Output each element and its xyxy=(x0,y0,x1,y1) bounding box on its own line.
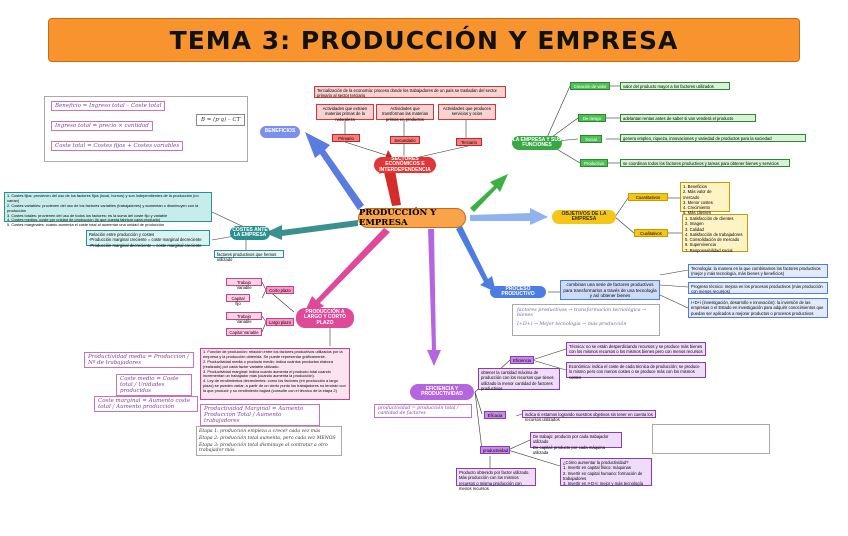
tercializacion-box: Tercialización de la economía: proceso d… xyxy=(314,86,506,98)
eficiencia-node: EFICIENCIA Y PRODUCTIVIDAD xyxy=(410,384,474,400)
progreso-tecnico-def: Progreso técnico: mejora en los procesos… xyxy=(688,282,828,294)
idi-def: I+D+i (investigación, desarrollo e innov… xyxy=(688,298,828,318)
eficiencia-tecnica: Técnica: no se están desperdiciando recu… xyxy=(566,342,706,356)
funcion-creacion-valor: Creación de valor xyxy=(570,82,610,90)
sector-terciario: Terciario xyxy=(456,138,482,146)
title-banner: TEMA 3: PRODUCCIÓN Y EMPRESA xyxy=(48,18,800,62)
capital-fijo: Capital fijo xyxy=(226,294,250,306)
pmg-ratio: Aumento Producción Total / Aumento traba… xyxy=(204,406,304,424)
beneficios-notes: Beneficio = Ingreso total – Coste total … xyxy=(44,96,248,162)
desc-riesgo: adelantan rentas antes de saber si van v… xyxy=(620,114,756,122)
pm-ratio: Producción / Nº de trabajadores xyxy=(88,354,189,366)
proceso-note-2: I+D+i → Mejor tecnología → más producció… xyxy=(517,322,627,327)
trabajo-variable-corto: Trabajo Variable xyxy=(226,278,262,290)
productividad-label: productividad xyxy=(480,446,510,454)
arrow-to-objetivos xyxy=(470,208,548,225)
eficacia-def: indica si estamos logrando nuestros obje… xyxy=(522,410,656,422)
coste-formula: Coste total = Costes fijos + Costes vari… xyxy=(51,141,184,151)
productividad-tipos: De trabajo: producto por cada trabajador… xyxy=(530,432,622,455)
proceso-def: combinan una serie de factores productiv… xyxy=(560,280,660,300)
beneficios-node: BENEFICIOS xyxy=(260,126,300,138)
factores-utilizados: factores productivos que hemos utilizado xyxy=(214,250,284,262)
ingreso-formula: Ingreso total = precio × cantidad xyxy=(51,121,153,131)
funcion-productiva: Productiva xyxy=(580,159,608,167)
funciones-produccion: 1. Función de producción: relación entre… xyxy=(200,348,350,400)
arrow-to-beneficios xyxy=(305,132,364,210)
capital-variable: Capital Variable xyxy=(226,328,262,336)
empresa-node: LA EMPRESA Y SUS FUNCIONES xyxy=(512,136,562,150)
arrow-to-costes xyxy=(265,220,358,240)
actividad-secundaria: Actividades que transforman las materias… xyxy=(376,104,434,122)
cuantitativos: Cuantitativos xyxy=(628,193,668,201)
proceso-node: PROCESO PRODUCTIVO xyxy=(490,286,546,298)
sector-primario: Primario xyxy=(332,134,360,142)
trabajo-variable-largo: Trabajo Variable xyxy=(226,312,262,324)
cuantitativos-list: 1. Beneficios 2. Más valor de mercado 3.… xyxy=(680,182,730,215)
costes-node: COSTES ANTE LA EMPRESA xyxy=(230,226,270,240)
beneficio-short-formula: B = (p·q) – CT xyxy=(196,114,246,126)
relacion-produccion-costes: Relación entre producción y costes -Prod… xyxy=(86,230,210,248)
productividad-sketch xyxy=(652,424,770,454)
central-topic: PRODUCCIÓN Y EMPRESA xyxy=(358,208,466,228)
arrow-to-plazos xyxy=(302,228,390,318)
pmg-label: Productividad Marginal = xyxy=(204,406,277,412)
page-title: TEMA 3: PRODUCCIÓN Y EMPRESA xyxy=(169,25,679,55)
funcion-riesgo: De riesgo xyxy=(578,114,606,122)
largo-plazo: Largo plazo xyxy=(266,318,294,326)
cm-ratio: Coste total / Unidades producidas xyxy=(120,376,179,394)
costes-list: 1. Costes fijos: provienen del uso de lo… xyxy=(4,192,212,227)
productividad-media-note: Productividad media = Producción / Nº de… xyxy=(84,352,194,368)
arrow-to-proceso xyxy=(456,226,496,292)
tecnologia-def: Tecnología: la manera en la que combinam… xyxy=(688,264,828,278)
funcion-social: Social xyxy=(580,135,602,143)
plazos-node: PRODUCCIÓN A LARGO Y CORTO PLAZO xyxy=(296,308,354,328)
corto-plazo: Corto plazo xyxy=(266,286,294,294)
eficiencia-label: Eficiencia xyxy=(510,356,534,364)
beneficio-formula: Beneficio = Ingreso total – Coste total xyxy=(51,101,166,111)
cm-label: Coste medio = xyxy=(120,376,161,382)
sectores-node: SECTORES ECONÓMICOS E INTERDEPENDENCIA xyxy=(374,156,436,173)
desc-social: genera empleo, riqueza, innovaciones y v… xyxy=(620,134,806,142)
coste-medio-note: Coste medio = Coste total / Unidades pro… xyxy=(116,374,192,396)
pm-label: Productividad media = xyxy=(88,354,153,360)
productividad-marginal-note: Productividad Marginal = Aumento Producc… xyxy=(200,404,320,426)
actividad-terciaria: Actividades que producen servicios y oci… xyxy=(438,104,496,120)
arrow-to-eficiencia xyxy=(427,229,441,366)
eficacia-label: Eficacia xyxy=(484,411,506,419)
eficiencia-def: obtener la cantidad máxima de producción… xyxy=(478,368,560,391)
cualitativos-list: 1. Satisfacción de clientes 2. Imagen 3.… xyxy=(682,214,748,253)
etapa-2: Etapa 2: producción total aumenta, pero … xyxy=(199,436,336,441)
cmg-ratio: Aumento coste total / Aumento producción xyxy=(98,398,191,410)
arrow-to-empresa xyxy=(470,174,508,212)
objetivos-node: OBJETIVOS DE LA EMPRESA xyxy=(552,210,616,224)
eficiencia-economica: Económica: indica el coste de cada técni… xyxy=(566,362,706,380)
productividad-formula-note: productividad = producción total / canti… xyxy=(374,404,472,418)
coste-marginal-note: Coste marginal = Aumento coste total / A… xyxy=(94,396,198,412)
etapa-1: Etapa 1: producción empieza a crecer cad… xyxy=(199,429,321,434)
sector-secundario: Secundario xyxy=(390,136,420,144)
etapa-3: Etapa 3: producción total disminuye al c… xyxy=(199,443,328,453)
cmg-label: Coste marginal = xyxy=(98,398,147,404)
desc-creacion-valor: valor del producto mayor a los factores … xyxy=(620,82,730,90)
proceso-notes: factores productivos → transformación te… xyxy=(512,304,660,336)
productividad-relacion: Producto obtenido por factor utilizado. … xyxy=(456,468,536,491)
actividad-primaria: Actividades que extraen materias primas … xyxy=(316,104,374,122)
productividad-aumentar: ¿Cómo aumentar la productividad? 1. Inve… xyxy=(560,458,652,486)
etapas-box: Etapa 1: producción empieza a crecer cad… xyxy=(196,426,342,456)
cualitativos: Cualitativos xyxy=(634,229,668,237)
proceso-note-1: factores productivos → transformación te… xyxy=(517,308,647,318)
desc-productiva: se coordinan todos los factores producti… xyxy=(620,159,790,167)
